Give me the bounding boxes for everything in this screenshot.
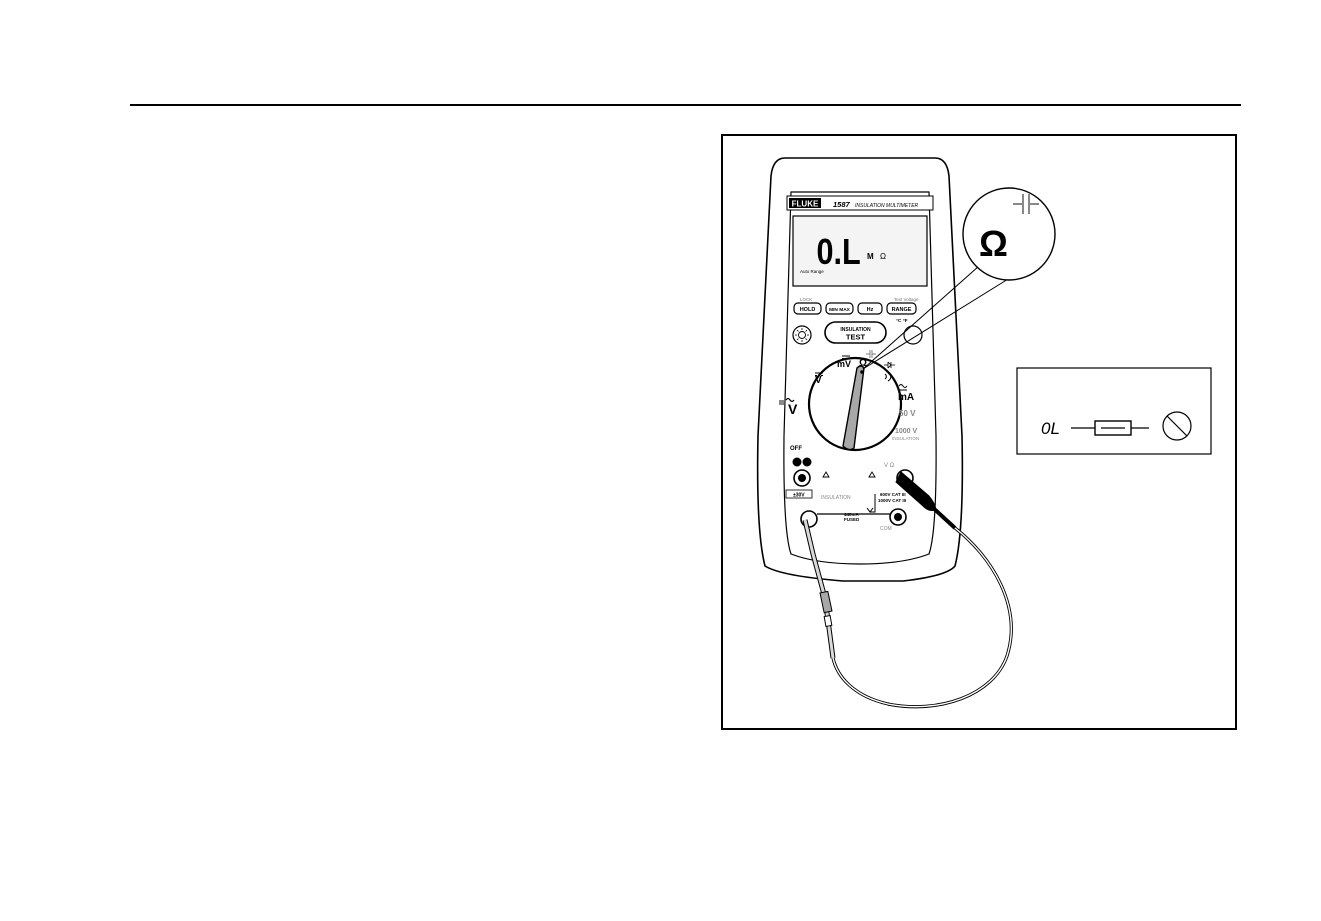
minmax-button-label: MIN MAX xyxy=(829,307,851,313)
dial-label-off: OFF xyxy=(790,446,802,452)
temp-label: °C °F xyxy=(896,318,908,324)
dial-label-mv: mV xyxy=(837,359,851,369)
vohm-label: V Ω xyxy=(884,463,895,469)
callout-ohm-symbol: Ω xyxy=(979,223,1008,264)
hz-button-label: Hz xyxy=(867,307,874,313)
hold-button-label: HOLD xyxy=(800,307,816,313)
lcd-unit-prefix: M xyxy=(867,252,874,261)
figure-frame: FLUKE 1587 INSULATION MULTIMETER 0.L Aut… xyxy=(721,134,1237,730)
callout-circle xyxy=(963,188,1055,280)
brand-logo: FLUKE xyxy=(792,200,819,209)
range-button-label: RANGE xyxy=(892,307,912,313)
voltage-limit-label: ±30V xyxy=(793,493,805,499)
dial-label-v-dc: V xyxy=(815,375,822,386)
inset-reading: 0L xyxy=(1041,419,1060,438)
meter-illustration: FLUKE 1587 INSULATION MULTIMETER 0.L Aut… xyxy=(723,136,1235,728)
insulation-terminal-label: INSULATION xyxy=(821,495,851,501)
dial-label-1000v: 1000 V xyxy=(895,428,918,435)
lcd-mode: Auto Range xyxy=(800,269,824,274)
model-number: 1587 xyxy=(833,200,851,209)
battery-icon xyxy=(779,400,784,405)
cat-rating-2: 1000V CAT III xyxy=(878,498,906,503)
dial-label-insulation: INSULATION xyxy=(892,436,919,441)
com-label: COM xyxy=(880,526,892,532)
meter-title: INSULATION MULTIMETER xyxy=(855,203,919,209)
dial-label-ma: mA xyxy=(898,392,914,403)
lcd-unit: Ω xyxy=(880,252,886,261)
blue-button[interactable] xyxy=(904,326,922,344)
ma-input-jack[interactable] xyxy=(801,511,817,527)
test-voltage-label: Test Voltage xyxy=(894,297,919,302)
test-button-label: TEST xyxy=(846,333,866,342)
cat-rating-1: 600V CAT III xyxy=(880,492,906,497)
red-probe-grip xyxy=(820,591,832,612)
dial-label-v-ac: V xyxy=(788,401,798,417)
open-circuit-inset xyxy=(1017,368,1211,454)
lcd-reading: 0.L xyxy=(817,233,861,273)
lock-label: LOCK xyxy=(800,297,812,302)
header-rule xyxy=(130,104,1241,106)
fused-label: FUSED xyxy=(844,517,860,522)
dial-label-50v: 50 V xyxy=(899,409,916,418)
